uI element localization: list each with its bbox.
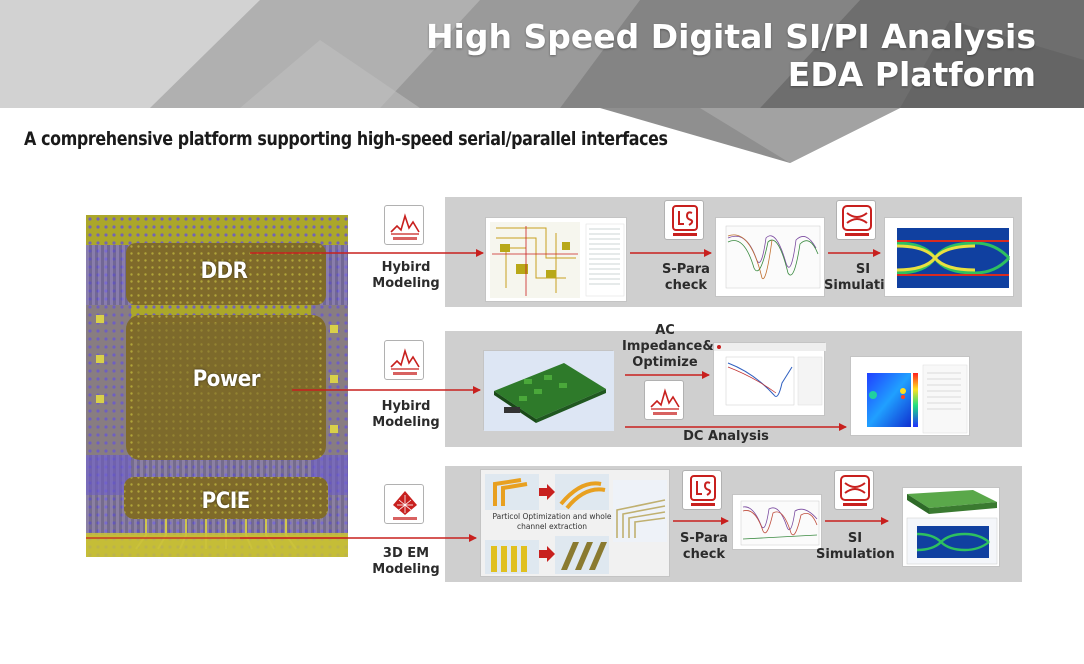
ddr-layout-thumbnail bbox=[485, 217, 627, 302]
ddr-eye-diagram bbox=[884, 217, 1014, 297]
hermes-psi-icon-ddr bbox=[384, 205, 424, 245]
power-ac-label: AC Impedance& Optimize bbox=[622, 323, 714, 371]
pcie-si-line-1: SI bbox=[847, 531, 863, 546]
page-title: High Speed Digital SI/PI Analysis EDA Pl… bbox=[426, 18, 1036, 94]
ddr-sparam-label: S-Para check bbox=[650, 262, 722, 294]
pcie-modeling-label: 3D EM Modeling bbox=[366, 546, 446, 578]
power-dc-label: DC Analysis bbox=[683, 429, 769, 444]
sparam-expert-icon-ddr bbox=[664, 200, 704, 240]
power-ac-line-1: AC bbox=[655, 323, 675, 338]
ddr-sparam-plot bbox=[715, 217, 825, 297]
pcb-label-pcie: PCIE bbox=[201, 489, 251, 514]
pcie-extract-caption-1: Particol Optimization and whole bbox=[492, 512, 612, 521]
channel-expert-icon-ddr bbox=[836, 200, 876, 240]
pcb-layout-image: DDR Power PCIE bbox=[86, 215, 348, 557]
pcb-label-power: Power bbox=[192, 367, 261, 392]
pcie-eye-diagram bbox=[902, 487, 1000, 567]
ddr-modeling-label: Hybird Modeling bbox=[366, 260, 446, 292]
power-ac-line-3: Optimize bbox=[632, 355, 698, 370]
power-modeling-label: Hybird Modeling bbox=[366, 399, 446, 431]
pcie-extract-caption-2: channel extraction bbox=[516, 522, 588, 531]
pcie-extraction-panel: Particol Optimization and whole channel … bbox=[480, 469, 670, 577]
pcie-extract-caption: Particol Optimization and whole channel … bbox=[489, 512, 615, 532]
hermes-psi-icon-power bbox=[384, 340, 424, 380]
power-3d-model bbox=[483, 350, 614, 431]
power-dc-result bbox=[850, 356, 970, 436]
pcie-si-line-2: Simulation bbox=[816, 547, 895, 562]
ddr-si-line-2: Simulation bbox=[824, 278, 903, 293]
sparam-expert-icon-pcie bbox=[682, 470, 722, 510]
power-modeling-line-1: Hybird bbox=[381, 399, 431, 414]
pcie-modeling-line-1: 3D EM bbox=[382, 546, 430, 561]
ddr-modeling-line-1: Hybird bbox=[381, 260, 431, 275]
pcie-sparam-plot bbox=[732, 494, 822, 550]
page-subtitle: A comprehensive platform supporting high… bbox=[24, 128, 668, 150]
ddr-sparam-line-1: S-Para bbox=[662, 262, 710, 277]
pcie-si-label: SI Simulation bbox=[816, 531, 895, 563]
wats-icon-pcie bbox=[384, 484, 424, 524]
ddr-modeling-line-2: Modeling bbox=[372, 276, 440, 291]
pcb-drawing bbox=[86, 215, 348, 557]
pcie-modeling-line-2: Modeling bbox=[372, 562, 440, 577]
channel-expert-icon-pcie bbox=[834, 470, 874, 510]
ddr-si-line-1: SI bbox=[855, 262, 871, 277]
hermes-psi-icon-power-ac bbox=[644, 380, 684, 420]
title-line-1: High Speed Digital SI/PI Analysis bbox=[425, 17, 1036, 56]
header-banner: High Speed Digital SI/PI Analysis EDA Pl… bbox=[0, 0, 1084, 165]
ddr-sparam-line-2: check bbox=[664, 278, 708, 293]
pcie-sparam-label: S-Para check bbox=[668, 531, 740, 563]
ddr-si-label: SI Simulation bbox=[824, 262, 903, 294]
power-ac-line-2: Impedance& bbox=[622, 339, 714, 354]
pcb-label-ddr: DDR bbox=[200, 259, 248, 284]
pcie-sparam-line-1: S-Para bbox=[680, 531, 728, 546]
power-impedance-plot bbox=[713, 342, 826, 416]
pcie-sparam-line-2: check bbox=[682, 547, 726, 562]
power-modeling-line-2: Modeling bbox=[372, 415, 440, 430]
title-line-2: EDA Platform bbox=[787, 55, 1036, 94]
banner-background bbox=[0, 0, 1084, 163]
